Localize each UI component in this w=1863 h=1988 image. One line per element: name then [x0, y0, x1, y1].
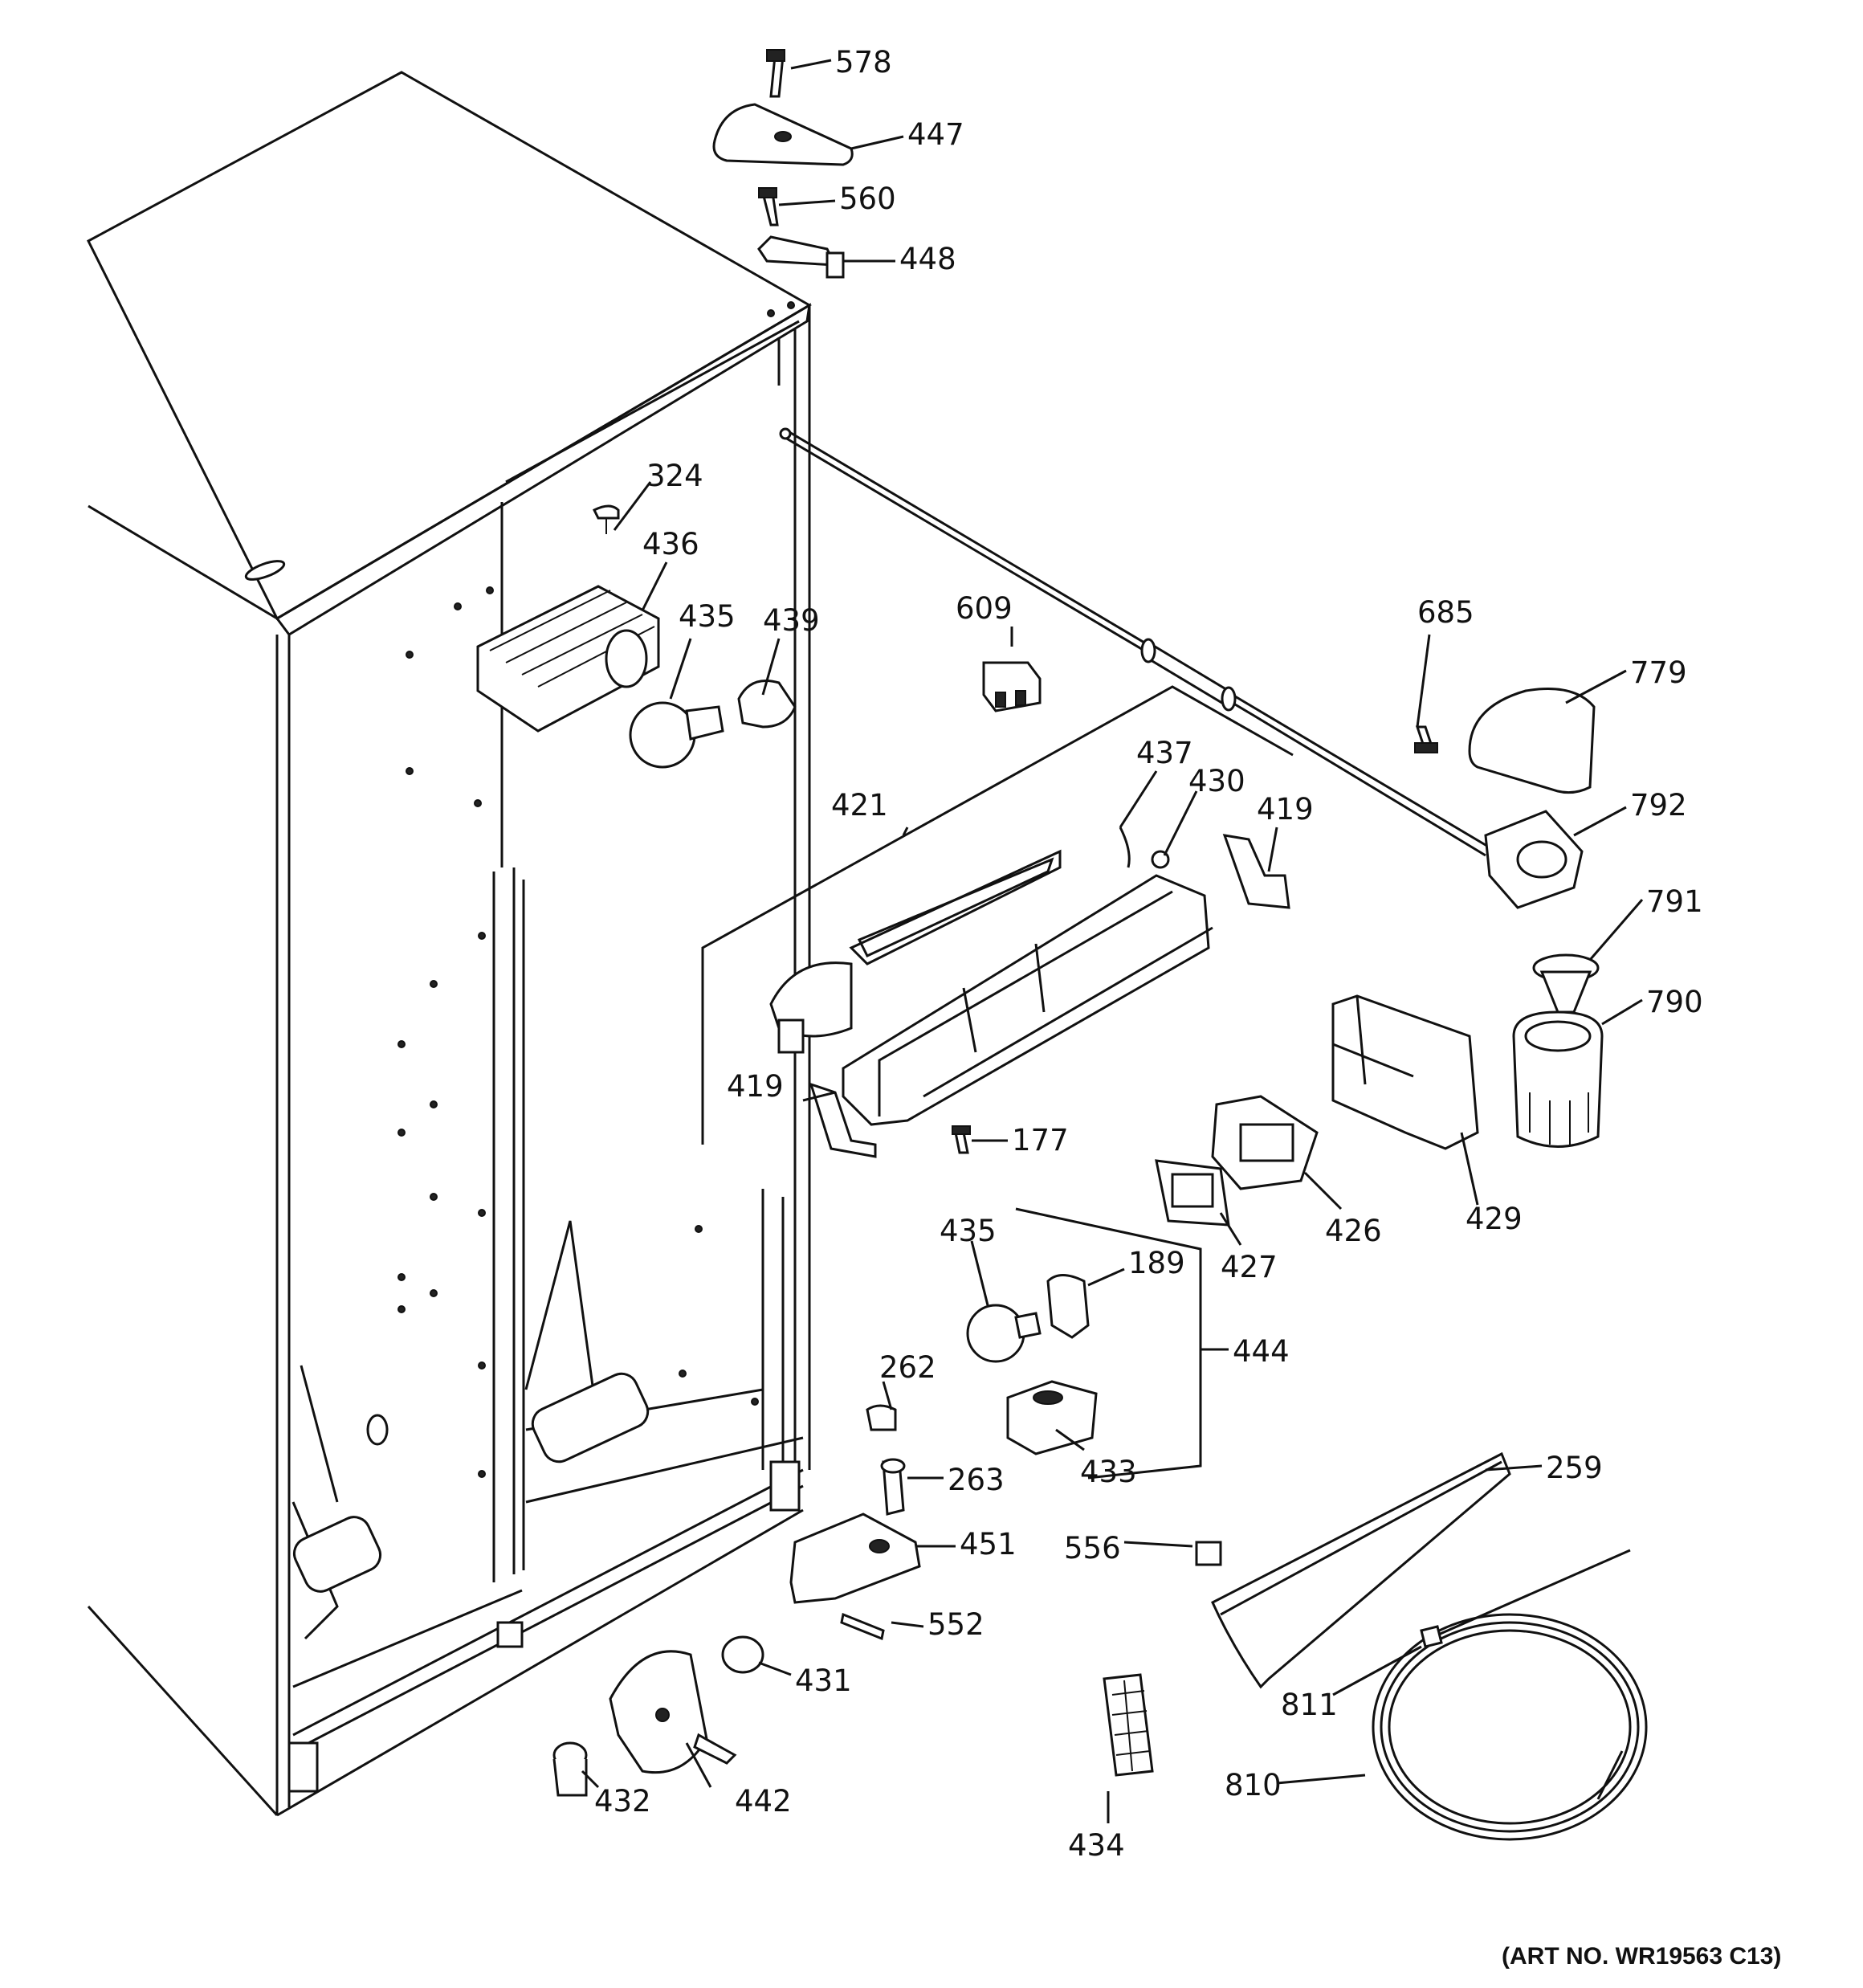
- light-shield-436: [476, 585, 660, 733]
- callout-435-upper: 435: [679, 599, 736, 634]
- callout-324: 324: [646, 459, 703, 493]
- callout-429: 429: [1466, 1202, 1523, 1236]
- water-tube: [779, 427, 1490, 857]
- callout-427: 427: [1221, 1250, 1278, 1284]
- screw-552: [840, 1612, 885, 1641]
- callout-556: 556: [1064, 1531, 1121, 1565]
- callout-451: 451: [960, 1527, 1017, 1561]
- callout-609: 609: [956, 591, 1013, 626]
- callout-421: 421: [831, 788, 888, 823]
- callout-811: 811: [1281, 1688, 1338, 1722]
- screw-177: [954, 1131, 969, 1154]
- bulb-435: [629, 701, 696, 769]
- callout-790: 790: [1646, 985, 1703, 1019]
- leader-lines: [581, 59, 1644, 1823]
- lower-light-parts: [966, 1207, 1202, 1480]
- callout-448: 448: [899, 242, 956, 276]
- dispenser-parts: [1155, 994, 1479, 1227]
- socket-439: [737, 680, 797, 729]
- callout-432: 432: [594, 1784, 651, 1819]
- callout-437: 437: [1136, 736, 1193, 770]
- bushing-262: [866, 1404, 897, 1431]
- clip-419-right: [1222, 834, 1290, 909]
- callout-263: 263: [948, 1463, 1005, 1497]
- hinge-448: [757, 235, 838, 267]
- wire-437: [1119, 827, 1131, 868]
- callout-791: 791: [1646, 884, 1703, 919]
- callout-labels: 578 447 560 448 324 436 435 439 609 685 …: [594, 45, 1703, 1863]
- light-parts-upper: [476, 504, 797, 769]
- callout-419-left: 419: [727, 1069, 784, 1104]
- callout-436: 436: [642, 527, 699, 561]
- knob-431: [721, 1635, 764, 1674]
- circuit-board: [857, 857, 1054, 957]
- callout-435-lower: 435: [940, 1214, 997, 1248]
- callout-552: 552: [927, 1607, 984, 1642]
- callout-434: 434: [1068, 1828, 1125, 1863]
- control-housing: [842, 874, 1210, 1126]
- callout-430: 430: [1188, 764, 1245, 798]
- callout-426: 426: [1325, 1214, 1382, 1248]
- lower-right-parts: [1103, 1451, 1648, 1841]
- control-assembly-421: [701, 685, 1294, 1158]
- tubing-coil-810: [1372, 1613, 1648, 1841]
- rivet-324: [592, 504, 620, 520]
- callout-685: 685: [1417, 595, 1474, 630]
- callout-578: 578: [835, 45, 892, 80]
- callout-792: 792: [1630, 788, 1687, 823]
- cover-259: [1211, 1451, 1511, 1689]
- refrigerator-cabinet: [87, 71, 812, 1817]
- clamp-811: [1420, 1625, 1443, 1648]
- art-number: (ART NO. WR19563 C13): [1502, 1943, 1781, 1970]
- callout-433: 433: [1080, 1455, 1137, 1489]
- callout-259: 259: [1546, 1451, 1603, 1485]
- top-hinge-parts: [712, 49, 854, 279]
- cover-779: [1468, 688, 1596, 794]
- callout-177: 177: [1012, 1123, 1069, 1157]
- callout-810: 810: [1225, 1768, 1282, 1802]
- socket-189: [1046, 1274, 1090, 1339]
- hinge-451: [789, 1512, 921, 1604]
- callout-442: 442: [735, 1784, 792, 1819]
- callout-431: 431: [795, 1663, 852, 1698]
- callout-419-right: 419: [1257, 792, 1314, 827]
- bottom-hinge-parts: [552, 1404, 921, 1797]
- callout-444: 444: [1233, 1334, 1290, 1369]
- callout-439: 439: [763, 603, 820, 638]
- callout-262: 262: [879, 1350, 936, 1385]
- switch-433: [1006, 1380, 1098, 1455]
- screw-578: [769, 55, 785, 98]
- water-filter-parts: [1414, 688, 1604, 1148]
- callout-447: 447: [907, 117, 964, 152]
- callout-560: 560: [839, 182, 896, 216]
- callout-189: 189: [1128, 1246, 1185, 1280]
- bulb-435-lower: [966, 1304, 1025, 1363]
- callout-779: 779: [1630, 655, 1687, 690]
- relay-609: [982, 661, 1042, 712]
- connector-556: [1195, 1541, 1222, 1566]
